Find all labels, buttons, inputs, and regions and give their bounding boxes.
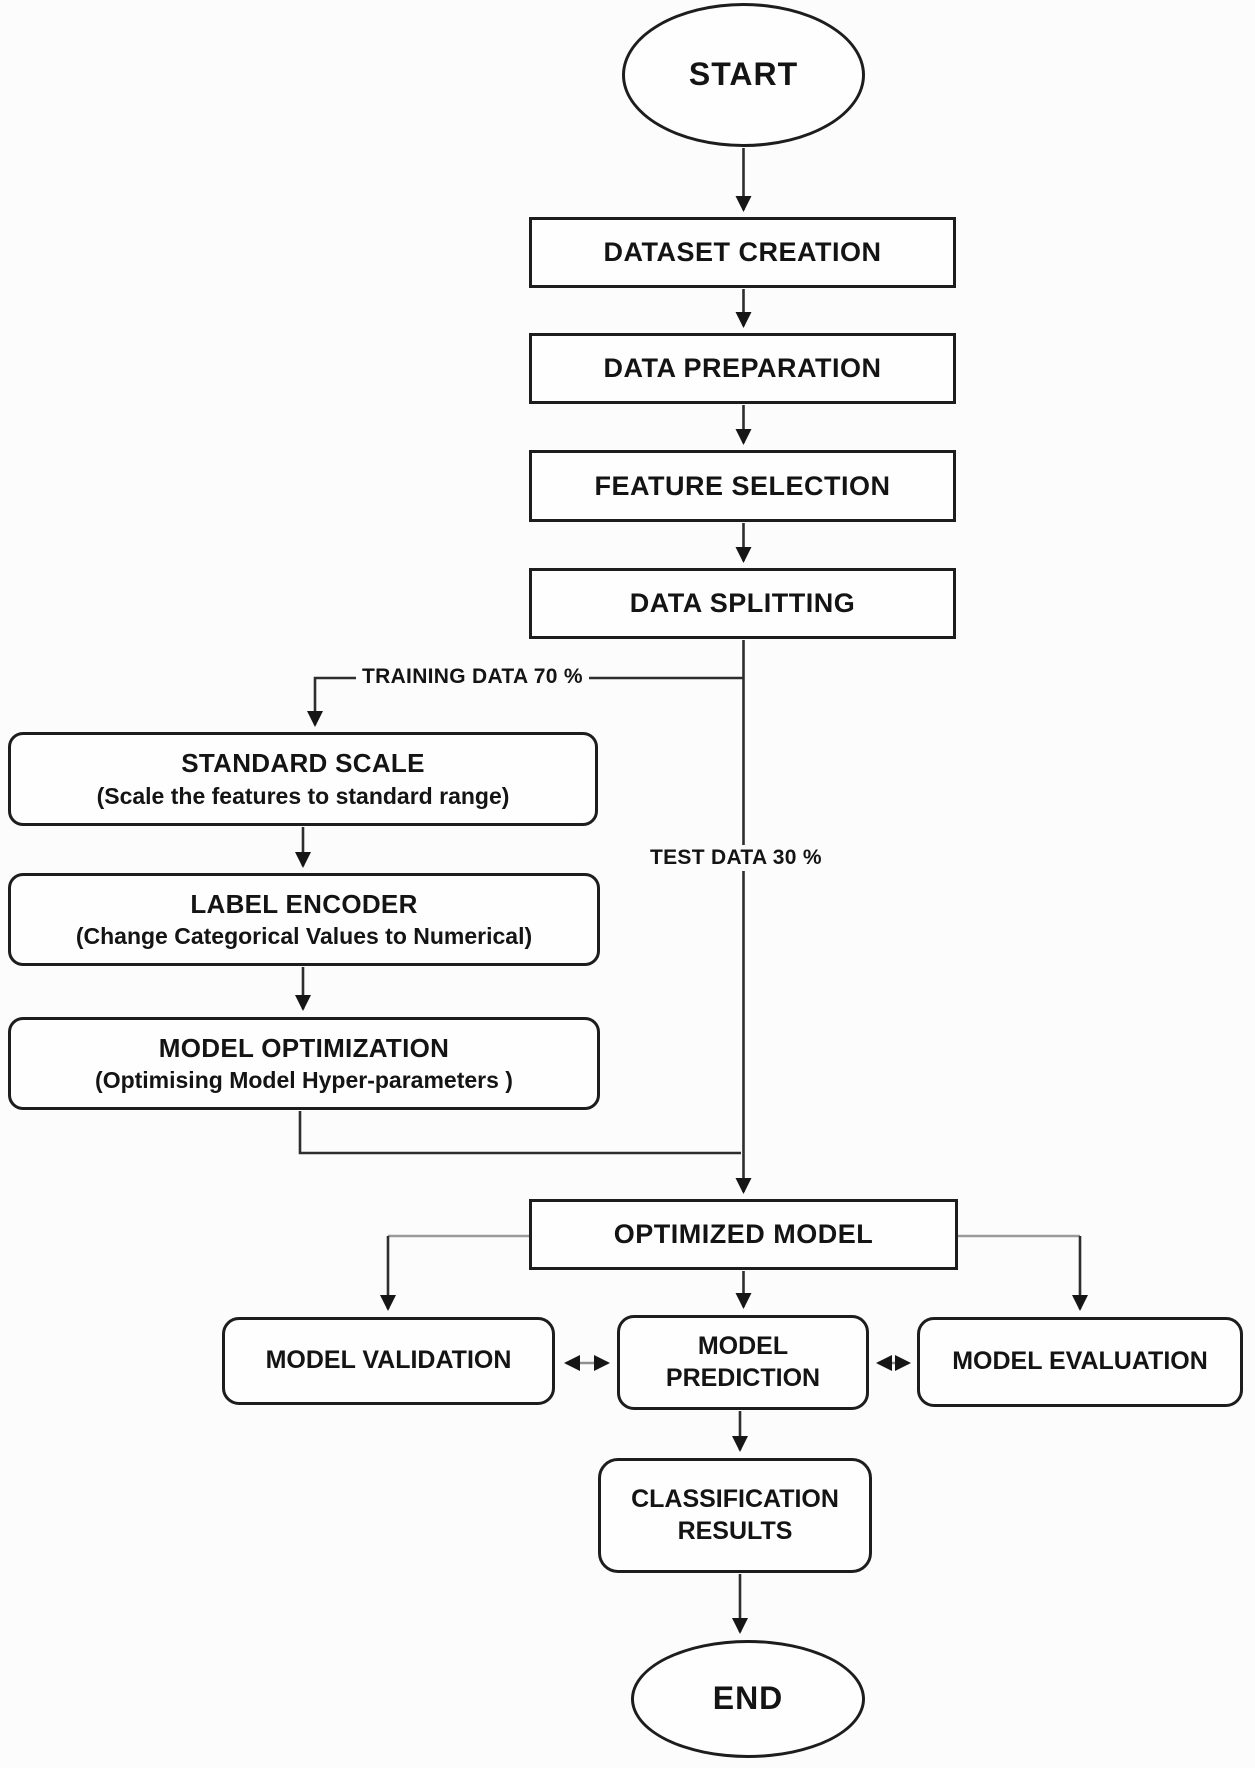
model-validation-label: MODEL VALIDATION — [265, 1346, 512, 1375]
model-evaluation-label: MODEL EVALUATION — [952, 1347, 1208, 1376]
label-encoder-title: LABEL ENCODER — [190, 888, 418, 919]
node-standard-scale: STANDARD SCALE (Scale the features to st… — [8, 732, 598, 826]
label-encoder-subtitle: (Change Categorical Values to Numerical) — [75, 923, 533, 950]
node-label-encoder: LABEL ENCODER (Change Categorical Values… — [8, 873, 600, 966]
edge-label-training-data: TRAINING DATA 70 % — [356, 664, 589, 690]
model-optimization-subtitle: (Optimising Model Hyper-parameters ) — [95, 1067, 513, 1094]
node-model-optimization: MODEL OPTIMIZATION (Optimising Model Hyp… — [8, 1017, 600, 1110]
optimized-model-label: OPTIMIZED MODEL — [613, 1219, 874, 1250]
standard-scale-subtitle: (Scale the features to standard range) — [96, 782, 510, 809]
edge-optimization-join — [298, 1111, 741, 1155]
edge-training-branch — [307, 676, 744, 727]
data-splitting-label: DATA SPLITTING — [629, 588, 856, 619]
node-model-evaluation: MODEL EVALUATION — [917, 1317, 1243, 1407]
node-model-validation: MODEL VALIDATION — [222, 1317, 555, 1405]
dataset-creation-label: DATASET CREATION — [603, 237, 882, 268]
model-optimization-title: MODEL OPTIMIZATION — [158, 1032, 450, 1063]
node-dataset-creation: DATASET CREATION — [529, 217, 956, 288]
end-label: END — [712, 1680, 784, 1717]
model-prediction-label: MODEL PREDICTION — [665, 1332, 821, 1392]
node-classification-results: CLASSIFICATION RESULTS — [598, 1458, 872, 1573]
feature-selection-label: FEATURE SELECTION — [594, 470, 891, 501]
node-data-splitting: DATA SPLITTING — [529, 568, 956, 639]
node-start: START — [622, 3, 865, 147]
node-end: END — [631, 1640, 865, 1758]
classification-results-label: CLASSIFICATION RESULTS — [631, 1485, 839, 1545]
standard-scale-title: STANDARD SCALE — [181, 748, 425, 779]
node-optimized-model: OPTIMIZED MODEL — [529, 1199, 958, 1270]
node-data-preparation: DATA PREPARATION — [529, 333, 956, 404]
node-feature-selection: FEATURE SELECTION — [529, 450, 956, 522]
data-preparation-label: DATA PREPARATION — [603, 353, 882, 384]
edge-label-test-data: TEST DATA 30 % — [644, 845, 828, 871]
node-model-prediction: MODEL PREDICTION — [617, 1315, 869, 1410]
start-label: START — [688, 56, 799, 93]
